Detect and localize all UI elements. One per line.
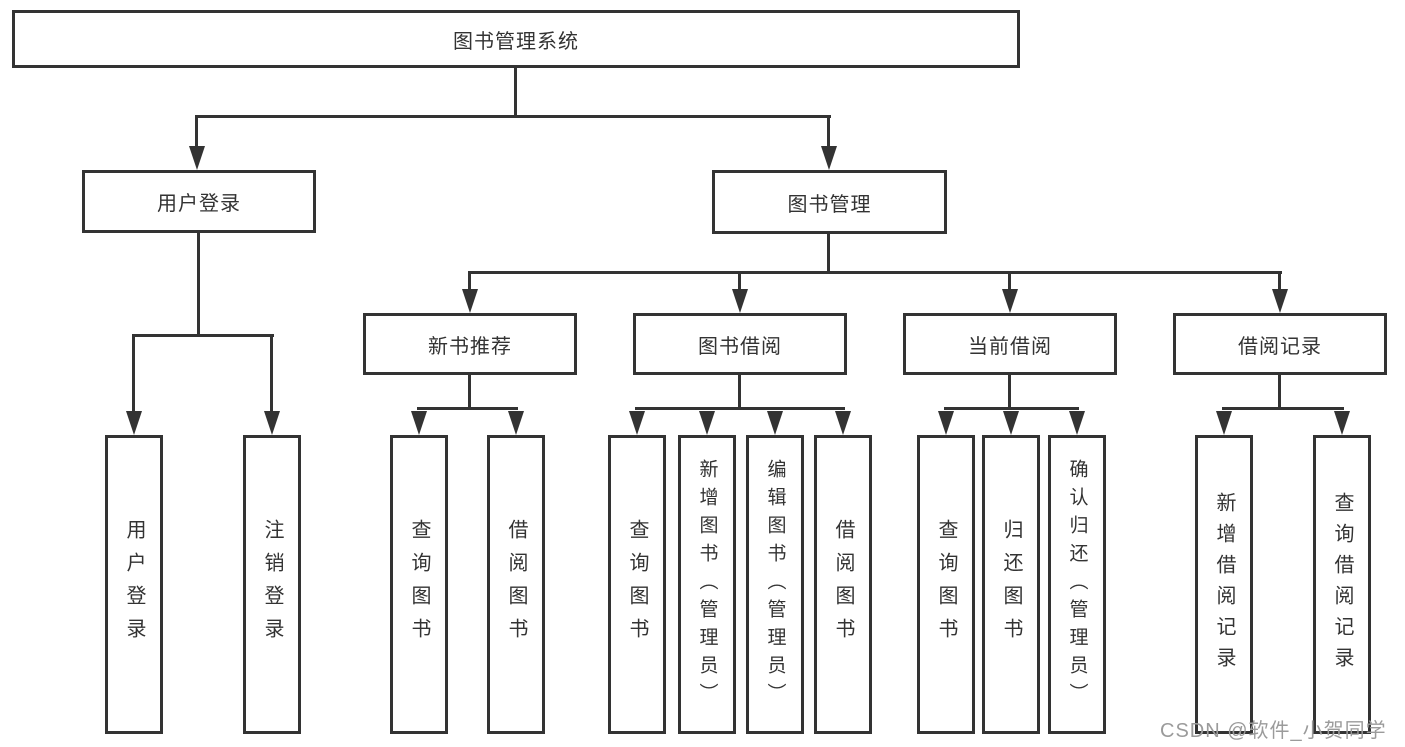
node-borrow-record-label: 借阅记录 xyxy=(1238,335,1322,358)
leaf-borrow-book-recommend-label: 借阅图书 xyxy=(505,518,527,651)
node-current-borrow-label: 当前借阅 xyxy=(968,335,1052,358)
leaf-query-book-borrow: 查询图书 xyxy=(608,435,666,734)
leaf-logout: 注销登录 xyxy=(243,435,301,734)
leaf-query-book-recommend-label: 查询图书 xyxy=(408,518,430,651)
arrowhead xyxy=(629,411,645,435)
connector-line xyxy=(1222,407,1344,410)
node-book-management: 图书管理 xyxy=(712,170,947,234)
node-borrow-record: 借阅记录 xyxy=(1173,313,1387,375)
arrowhead xyxy=(1272,289,1288,313)
arrowhead xyxy=(1069,411,1085,435)
connector-line xyxy=(635,407,845,410)
leaf-user-login-label: 用户登录 xyxy=(123,518,145,651)
connector-line xyxy=(1278,373,1281,410)
leaf-query-book-recommend: 查询图书 xyxy=(390,435,448,734)
node-book-management-label: 图书管理 xyxy=(787,193,872,216)
arrowhead xyxy=(732,289,748,313)
leaf-query-book-borrow-label: 查询图书 xyxy=(626,518,648,651)
arrowhead xyxy=(1002,289,1018,313)
connector-line xyxy=(827,115,830,148)
connector-line xyxy=(468,271,471,291)
connector-line xyxy=(270,334,273,413)
connector-line xyxy=(738,373,741,410)
arrowhead xyxy=(411,411,427,435)
leaf-user-login: 用户登录 xyxy=(105,435,163,734)
node-book-borrow: 图书借阅 xyxy=(633,313,847,375)
arrowhead xyxy=(1334,411,1350,435)
node-book-borrow-label: 图书借阅 xyxy=(698,335,782,358)
leaf-logout-label: 注销登录 xyxy=(261,518,283,651)
connector-line xyxy=(1008,271,1011,291)
leaf-confirm-return-admin: 确认归还（管理员） xyxy=(1048,435,1106,734)
connector-line xyxy=(827,231,830,274)
leaf-query-borrow-record-label: 查询借阅记录 xyxy=(1331,491,1353,678)
connector-line xyxy=(468,271,1282,274)
arrowhead xyxy=(1216,411,1232,435)
arrowhead xyxy=(821,146,837,170)
arrowhead xyxy=(835,411,851,435)
leaf-add-borrow-record: 新增借阅记录 xyxy=(1195,435,1253,734)
arrowhead xyxy=(462,289,478,313)
arrowhead xyxy=(767,411,783,435)
leaf-edit-book-admin-label: 编辑图书（管理员） xyxy=(764,458,786,711)
leaf-return-book-label: 归还图书 xyxy=(1000,518,1022,651)
leaf-query-book-current: 查询图书 xyxy=(917,435,975,734)
connector-line xyxy=(132,334,135,413)
connector-line xyxy=(514,66,517,118)
leaf-edit-book-admin: 编辑图书（管理员） xyxy=(746,435,804,734)
arrowhead xyxy=(508,411,524,435)
node-user-login: 用户登录 xyxy=(82,170,316,233)
leaf-borrow-book: 借阅图书 xyxy=(814,435,872,734)
leaf-query-book-current-label: 查询图书 xyxy=(935,518,957,651)
csdn-watermark: CSDN @软件_小贺同学 xyxy=(1160,720,1387,742)
leaf-add-borrow-record-label: 新增借阅记录 xyxy=(1213,491,1235,678)
connector-line xyxy=(468,373,471,410)
leaf-query-borrow-record: 查询借阅记录 xyxy=(1313,435,1371,734)
leaf-return-book: 归还图书 xyxy=(982,435,1040,734)
leaf-borrow-book-label: 借阅图书 xyxy=(832,518,854,651)
arrowhead xyxy=(189,146,205,170)
node-current-borrow: 当前借阅 xyxy=(903,313,1117,375)
arrowhead xyxy=(126,411,142,435)
arrowhead xyxy=(938,411,954,435)
connector-line xyxy=(1278,271,1281,291)
arrowhead xyxy=(699,411,715,435)
node-user-login-label: 用户登录 xyxy=(157,193,241,215)
arrowhead xyxy=(264,411,280,435)
arrowhead xyxy=(1003,411,1019,435)
leaf-confirm-return-admin-label: 确认归还（管理员） xyxy=(1066,458,1088,711)
node-new-book-recommend: 新书推荐 xyxy=(363,313,577,375)
leaf-add-book-admin-label: 新增图书（管理员） xyxy=(696,458,718,711)
connector-line xyxy=(197,231,200,337)
leaf-add-book-admin: 新增图书（管理员） xyxy=(678,435,736,734)
connector-line xyxy=(1008,373,1011,410)
node-library-system-label: 图书管理系统 xyxy=(453,30,579,53)
node-library-system: 图书管理系统 xyxy=(12,10,1020,68)
connector-line xyxy=(417,407,518,410)
connector-line xyxy=(132,334,274,337)
connector-line xyxy=(195,115,831,118)
connector-line xyxy=(195,115,198,148)
node-new-book-recommend-label: 新书推荐 xyxy=(428,335,512,358)
connector-line xyxy=(738,271,741,291)
leaf-borrow-book-recommend: 借阅图书 xyxy=(487,435,545,734)
connector-line xyxy=(944,407,1079,410)
